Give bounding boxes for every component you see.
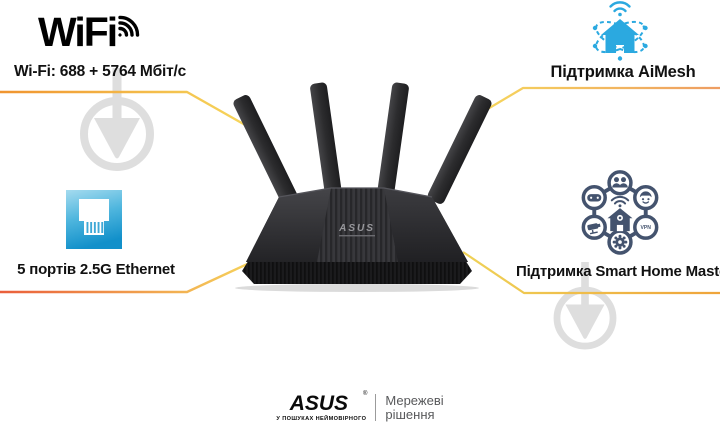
wifi-speed-label: Wi-Fi: 688 + 5764 Мбіт/с	[13, 63, 187, 80]
wifi-signal-icon	[118, 15, 140, 37]
ethernet-label: 5 портів 2.5G Ethernet	[17, 261, 175, 278]
footer: ASUS ® У ПОШУКАХ НЕЙМОВІРНОГО Мережеві рі…	[0, 391, 720, 423]
asus-logo-text: ASUS	[289, 392, 349, 415]
aimesh-label: Підтримка AiMesh	[550, 63, 696, 81]
callout-line-bottom-left	[0, 257, 259, 294]
registered-mark: ®	[362, 391, 368, 397]
division-line1: Мережеві	[385, 393, 444, 408]
router-body: ASUS	[235, 187, 479, 292]
footer-brand-block: ASUS ® У ПОШУКАХ НЕЙМОВІРНОГО	[276, 391, 368, 422]
division-line2: рішення	[385, 407, 435, 423]
gear-icon	[612, 234, 628, 250]
people-icon	[612, 177, 628, 188]
smart-home-hex-icon: VPN	[581, 170, 659, 255]
router-brand-logo: ASUS	[338, 223, 375, 234]
footer-division: Мережеві рішення	[385, 393, 444, 423]
asus-logo: ASUS ®	[276, 391, 368, 415]
router-antennas	[233, 82, 492, 204]
vpn-badge: VPN	[641, 225, 652, 231]
ethernet-port-icon	[66, 190, 122, 249]
aimesh-orbit-house-icon	[592, 1, 648, 61]
gamepad-icon	[587, 194, 602, 202]
cctv-camera-icon	[587, 223, 601, 235]
smart-home-label: Підтримка Smart Home Master	[516, 263, 720, 280]
child-face-icon	[639, 191, 652, 204]
asus-tagline: У ПОШУКАХ НЕЙМОВІРНОГО	[276, 416, 367, 422]
down-arrow-watermark-icon	[80, 68, 154, 171]
wifi-title: WiFi	[38, 9, 118, 55]
down-arrow-watermark-icon	[553, 262, 617, 350]
callout-line-top-left	[0, 90, 248, 128]
callout-line-bottom-right	[462, 251, 720, 295]
callout-line-top-right	[480, 86, 720, 114]
smart-house-icon	[607, 195, 633, 232]
feature-wifi: WiFi	[38, 12, 147, 53]
footer-divider	[375, 394, 377, 421]
